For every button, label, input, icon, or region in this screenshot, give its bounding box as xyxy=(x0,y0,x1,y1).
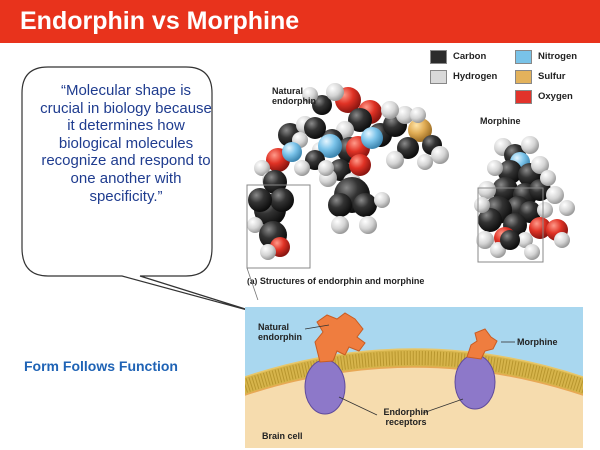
endorphin-highlight-box xyxy=(246,184,311,269)
receptor-label-line-right xyxy=(422,398,464,414)
nitrogen-atom xyxy=(282,142,302,162)
endorphin-label-line xyxy=(304,324,330,330)
hydrogen-atom xyxy=(540,170,556,186)
natural-endorphin-label: Natural endorphin xyxy=(258,322,302,342)
hydrogen-atom xyxy=(521,136,539,154)
carbon-atom xyxy=(397,137,419,159)
slide-title: Endorphin vs Morphine xyxy=(20,7,300,35)
morphine-shape xyxy=(466,328,498,360)
hydrogen-atom xyxy=(531,156,549,174)
hydrogen-atom xyxy=(326,83,344,101)
hydrogen-atom xyxy=(537,202,553,218)
hydrogen-atom xyxy=(487,160,503,176)
hydrogen-atom xyxy=(260,244,276,260)
speech-bubble xyxy=(21,66,259,314)
hydrogen-atom xyxy=(318,160,334,176)
endorphin-receptors-label: Endorphin receptors xyxy=(383,407,429,427)
carbon-atom xyxy=(270,188,294,212)
hydrogen-atom xyxy=(517,232,533,248)
hydrogen-atom xyxy=(431,146,449,164)
membrane-stripes xyxy=(245,351,583,394)
endorphin-receptor-right xyxy=(454,354,496,410)
hydrogen-atom xyxy=(381,101,399,119)
hydrogen-atom xyxy=(524,244,540,260)
morphine-molecule-model xyxy=(474,136,575,260)
box-connector-line xyxy=(246,267,259,300)
receptor-binding-figure: Natural endorphin Morphine Endorphin rec… xyxy=(245,307,583,448)
hydrogen-atom xyxy=(396,106,414,124)
oxygen-swatch xyxy=(515,90,532,104)
brain-cell-label: Brain cell xyxy=(262,431,303,441)
hydrogen-atom xyxy=(554,232,570,248)
membrane-inner-edge xyxy=(245,366,583,396)
carbon-atom xyxy=(263,170,287,194)
figure-a-caption: (a) Structures of endorphin and morphine xyxy=(247,276,424,286)
carbon-swatch xyxy=(430,50,447,64)
legend-label: Oxygen xyxy=(538,91,573,102)
receptor-label-line-left xyxy=(338,396,378,416)
membrane-outer-edge xyxy=(245,348,583,378)
molecule-figure xyxy=(246,83,575,300)
carbon-atom xyxy=(312,95,332,115)
hydrogen-atom xyxy=(302,87,318,103)
carbon-atom xyxy=(328,193,352,217)
legend-label: Carbon xyxy=(453,51,487,62)
form-follows-function-heading: Form Follows Function xyxy=(24,358,178,374)
carbon-atom xyxy=(248,188,272,212)
carbon-atom xyxy=(500,230,520,250)
figure-caption-text: Structures of endorphin and morphine xyxy=(259,276,425,286)
nitrogen-atom xyxy=(361,127,383,149)
hydrogen-atom xyxy=(247,217,263,233)
carbon-atom xyxy=(478,208,502,232)
hydrogen-atom xyxy=(410,107,426,123)
hydrogen-atom xyxy=(546,186,564,204)
figure-part-label: (a) xyxy=(247,276,258,286)
receptor-diagram xyxy=(245,307,583,448)
hydrogen-swatch xyxy=(430,70,447,84)
carbon-atom xyxy=(353,193,377,217)
speech-bubble-shape xyxy=(21,66,259,314)
morphine-highlight-box xyxy=(477,187,544,263)
hydrogen-atom xyxy=(478,181,496,199)
hydrogen-atom xyxy=(476,231,494,249)
morphine-label: Morphine xyxy=(517,337,558,347)
endorphin-molecule-label: Natural endorphin xyxy=(272,86,316,106)
hydrogen-atom xyxy=(374,192,390,208)
carbon-atom xyxy=(304,117,326,139)
endorphin-receptor-left xyxy=(304,359,346,415)
endorphin-molecule-model xyxy=(247,83,449,260)
nitrogen-swatch xyxy=(515,50,532,64)
nitrogen-atom xyxy=(318,134,342,158)
atom-legend: Carbon Nitrogen Hydrogen Sulfur Oxygen xyxy=(430,50,600,110)
legend-label: Nitrogen xyxy=(538,51,578,62)
hydrogen-atom xyxy=(254,160,270,176)
oxygen-atom xyxy=(529,217,551,239)
hydrogen-atom xyxy=(559,200,575,216)
morphine-molecule-label: Morphine xyxy=(480,116,521,126)
hydrogen-atom xyxy=(417,154,433,170)
hydrogen-atom xyxy=(294,160,310,176)
hydrogen-atom xyxy=(359,216,377,234)
carbon-atom xyxy=(348,108,372,132)
sulfur-swatch xyxy=(515,70,532,84)
legend-label: Sulfur xyxy=(538,71,566,82)
carbon-atom xyxy=(519,201,541,223)
quote-text: “Molecular shape is crucial in biology b… xyxy=(40,82,212,205)
title-bar: Endorphin vs Morphine xyxy=(0,0,600,43)
oxygen-atom xyxy=(349,154,371,176)
legend-label: Hydrogen xyxy=(453,71,498,82)
hydrogen-atom xyxy=(331,216,349,234)
hydrogen-atom xyxy=(474,197,490,213)
sulfur-atom xyxy=(408,118,432,142)
hydrogen-atom xyxy=(386,151,404,169)
